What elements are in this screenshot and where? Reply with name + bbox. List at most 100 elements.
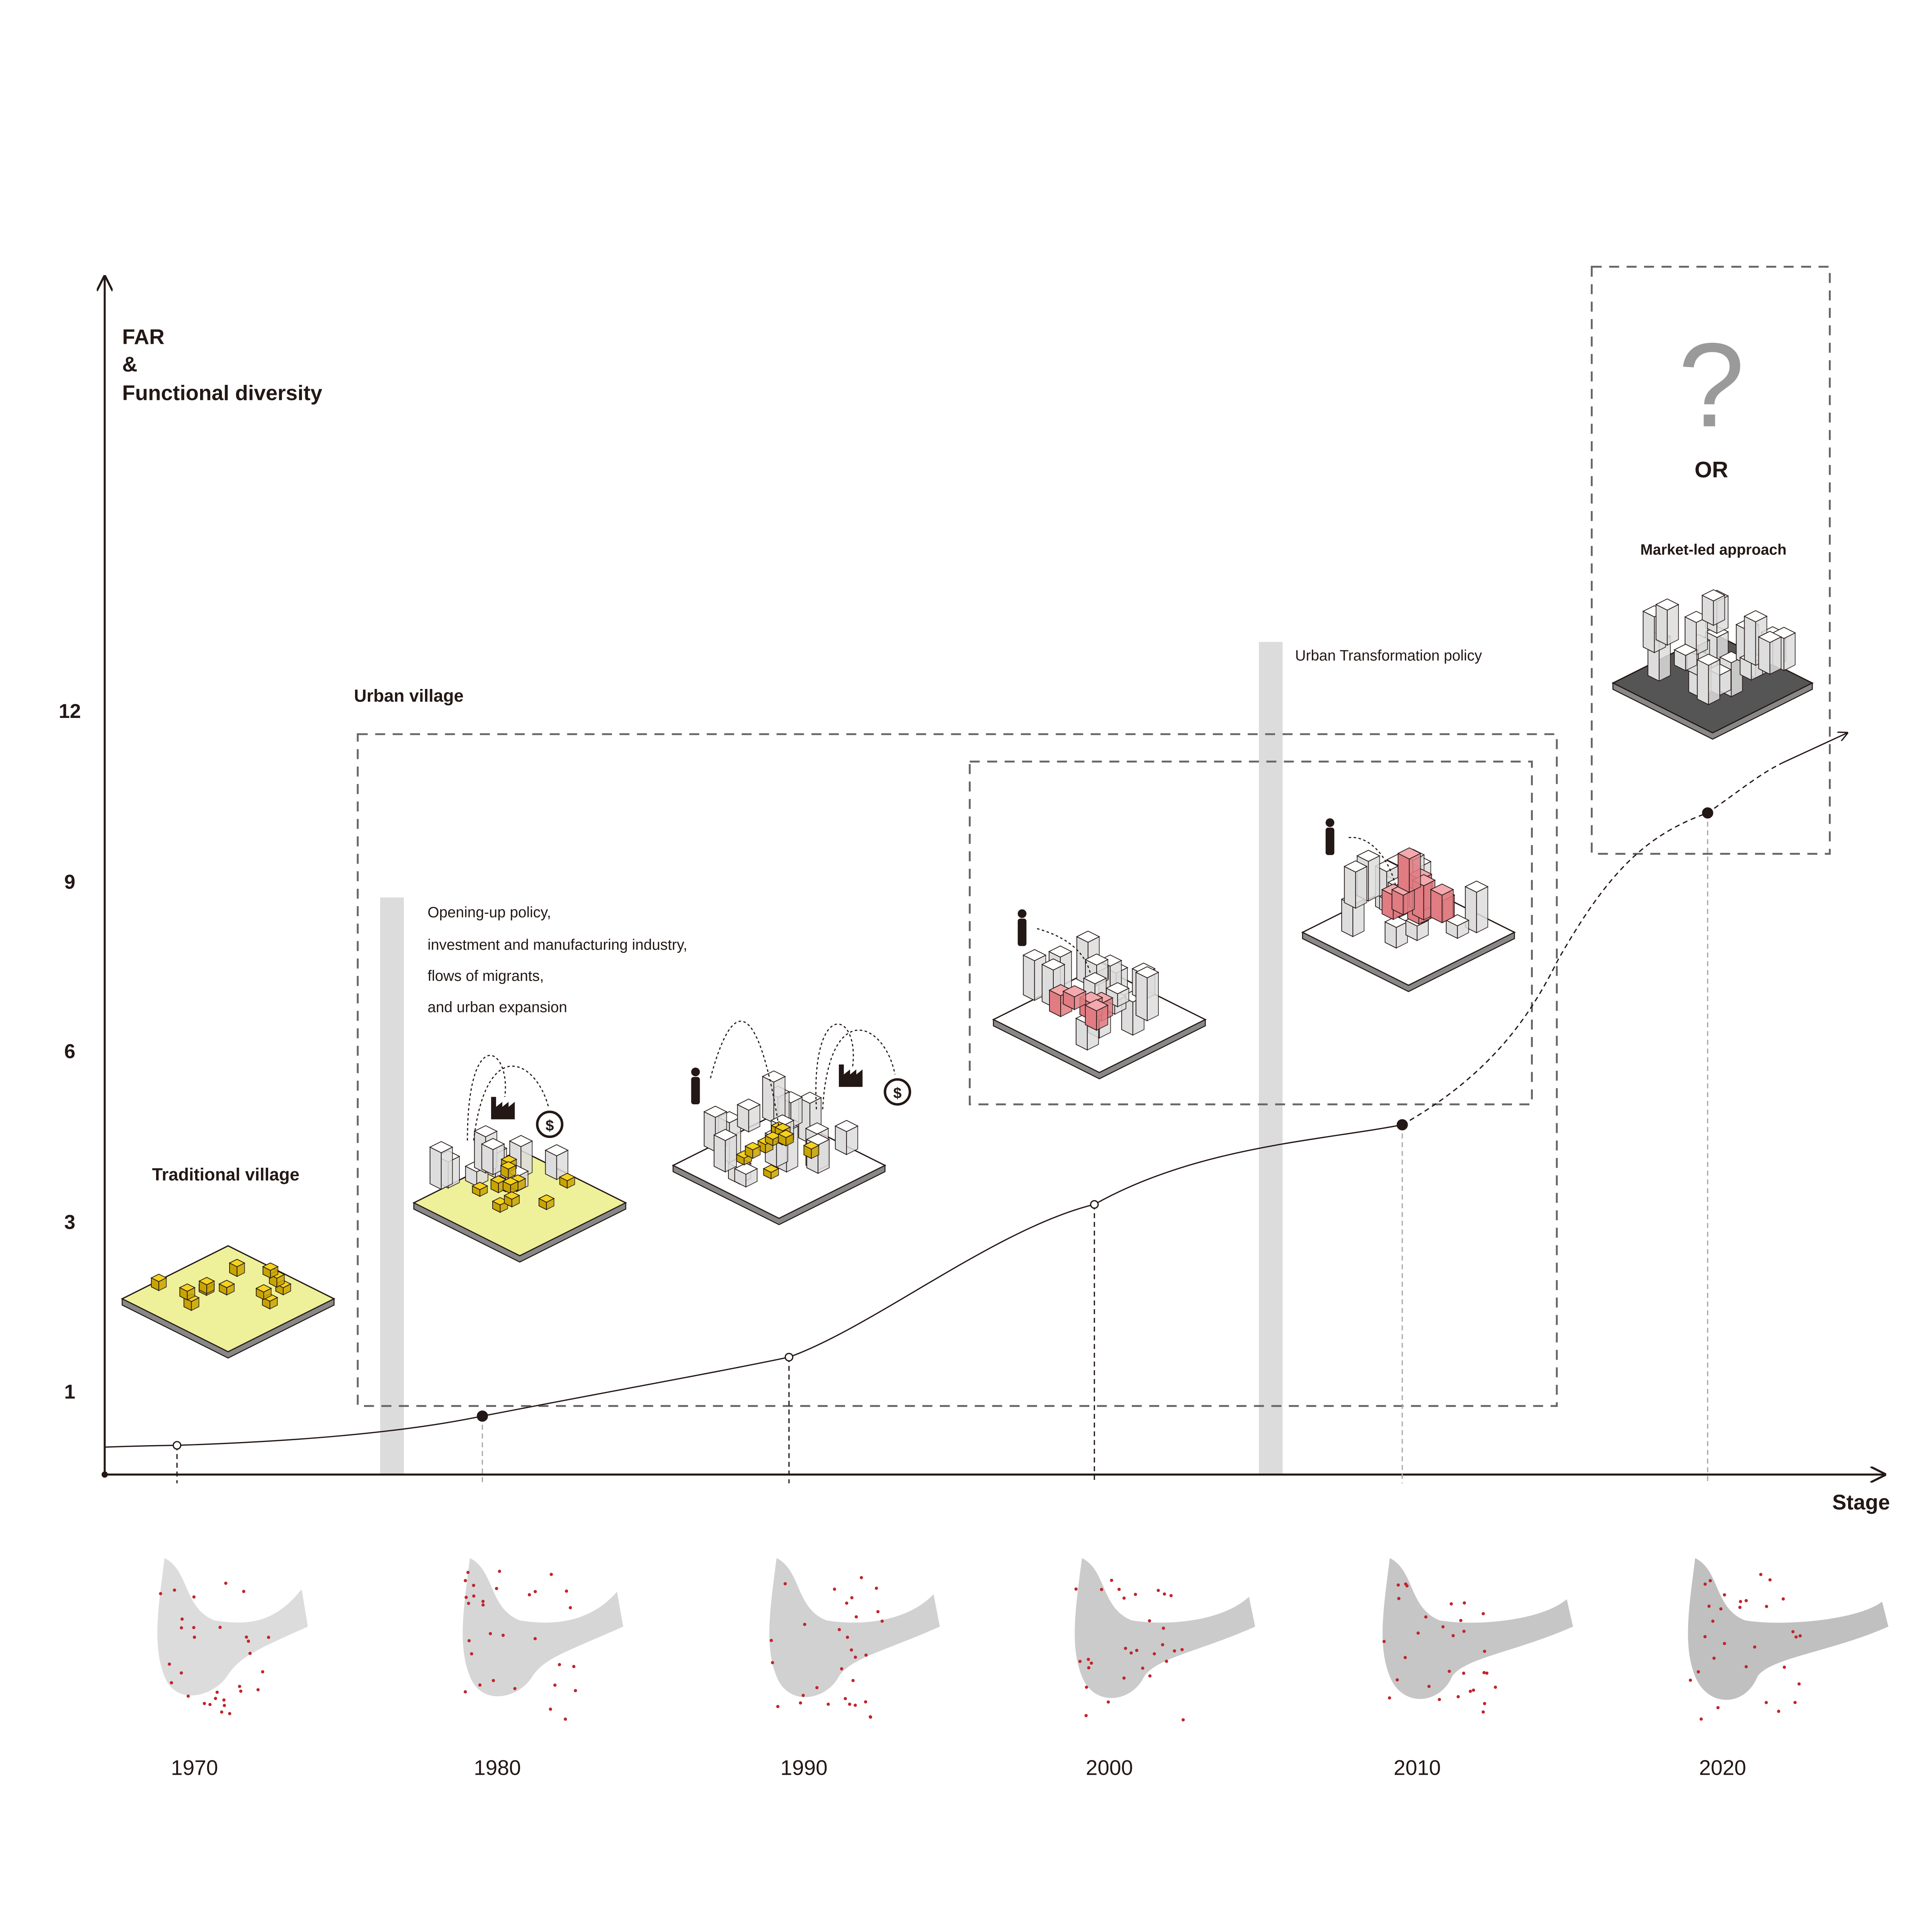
village-dot bbox=[1087, 1658, 1090, 1661]
village-dot bbox=[192, 1635, 196, 1639]
village-dot bbox=[1424, 1615, 1428, 1619]
white-building bbox=[713, 1129, 738, 1141]
village-dot bbox=[1791, 1630, 1795, 1633]
white-building bbox=[1696, 653, 1721, 666]
white-building-side bbox=[429, 1146, 442, 1190]
money-bag-icon bbox=[884, 1078, 912, 1106]
village-dot bbox=[558, 1663, 561, 1667]
village-dot bbox=[267, 1636, 270, 1639]
village-dot bbox=[1703, 1635, 1707, 1638]
white-building bbox=[734, 1162, 758, 1175]
village-dot bbox=[245, 1635, 248, 1639]
village-dot bbox=[1793, 1701, 1797, 1704]
white-building-side bbox=[1344, 866, 1356, 909]
plate-edge bbox=[993, 1019, 1206, 1080]
plate-edge bbox=[1612, 682, 1813, 740]
village-dot bbox=[1447, 1670, 1451, 1673]
white-building-side2 bbox=[1783, 632, 1796, 671]
person-icon bbox=[691, 1067, 700, 1105]
plate-edge bbox=[413, 1202, 626, 1263]
white-building-side2 bbox=[1146, 971, 1159, 1022]
white-building-side bbox=[1023, 954, 1035, 1001]
village-dot bbox=[1148, 1674, 1152, 1678]
village-dot bbox=[481, 1603, 485, 1607]
y-tick-label: 3 bbox=[64, 1211, 75, 1233]
village-dot bbox=[1485, 1671, 1489, 1675]
white-building bbox=[509, 1135, 533, 1147]
yellow-block bbox=[228, 1259, 245, 1267]
white-building bbox=[736, 1099, 761, 1111]
money-bag-icon bbox=[536, 1111, 564, 1138]
village-dot bbox=[1107, 1700, 1110, 1704]
village-dot bbox=[1459, 1619, 1463, 1622]
village-dot bbox=[1797, 1682, 1801, 1686]
village-dot bbox=[495, 1587, 498, 1590]
white-building bbox=[1135, 966, 1160, 978]
pink-building bbox=[1430, 883, 1454, 896]
village-dot bbox=[1134, 1593, 1137, 1596]
village-dot bbox=[1397, 1597, 1401, 1600]
yellow-block bbox=[538, 1194, 555, 1203]
village-dot bbox=[1416, 1631, 1420, 1635]
village-dot bbox=[1483, 1702, 1486, 1705]
village-dot bbox=[1493, 1685, 1497, 1689]
white-building bbox=[544, 1144, 569, 1156]
yellow-block bbox=[150, 1274, 167, 1282]
person-body bbox=[691, 1077, 700, 1105]
white-building bbox=[429, 1141, 454, 1153]
village-dot bbox=[464, 1595, 468, 1599]
white-building bbox=[834, 1120, 859, 1132]
village-dot bbox=[1708, 1579, 1712, 1582]
village-dot bbox=[478, 1683, 482, 1687]
village-dot bbox=[848, 1702, 852, 1706]
village-dot bbox=[864, 1700, 867, 1704]
village-dot bbox=[218, 1626, 222, 1629]
village-dot bbox=[549, 1708, 552, 1711]
village-dot bbox=[1117, 1588, 1121, 1591]
data-point-1970 bbox=[172, 1441, 182, 1450]
village-dot bbox=[173, 1588, 176, 1592]
urban-village-label: Urban village bbox=[354, 686, 464, 706]
urban-village-1980-illustration bbox=[412, 1125, 627, 1263]
village-dot bbox=[799, 1701, 802, 1705]
y-tick-label: 1 bbox=[64, 1380, 75, 1403]
village-dot bbox=[1124, 1646, 1127, 1650]
x-tick-label-2020: 2020 bbox=[1699, 1756, 1746, 1780]
village-dot bbox=[815, 1686, 819, 1689]
white-building-side2 bbox=[1769, 636, 1782, 675]
yellow-block bbox=[777, 1129, 794, 1138]
urban-map-1990 bbox=[769, 1558, 940, 1719]
person-head bbox=[1325, 818, 1335, 827]
y-axis-label-2: & bbox=[122, 352, 138, 376]
yellow-block bbox=[198, 1277, 215, 1286]
village-dot bbox=[470, 1652, 473, 1656]
village-dot bbox=[1173, 1649, 1176, 1653]
village-dot bbox=[1723, 1593, 1726, 1597]
x-tick-label-2000: 2000 bbox=[1086, 1756, 1133, 1780]
white-building-side2 bbox=[1368, 855, 1380, 902]
village-dot bbox=[466, 1571, 470, 1574]
village-dot bbox=[1738, 1605, 1742, 1609]
village-dot bbox=[1074, 1587, 1078, 1591]
white-building bbox=[1655, 598, 1680, 611]
market-led-illustration bbox=[1611, 589, 1814, 740]
far-stage-chart: FAR & Functional diversity Stage 129631 … bbox=[59, 265, 1890, 1780]
village-dot bbox=[572, 1665, 576, 1668]
village-dot bbox=[1100, 1588, 1104, 1591]
urban-map-1980 bbox=[463, 1558, 623, 1721]
village-dot bbox=[1739, 1600, 1742, 1603]
village-dot bbox=[467, 1639, 471, 1643]
village-dot bbox=[488, 1632, 492, 1636]
village-dot bbox=[1403, 1656, 1407, 1659]
origin-dot bbox=[101, 1471, 108, 1478]
village-dot bbox=[851, 1679, 855, 1682]
y-tick-label: 6 bbox=[64, 1040, 75, 1063]
village-dot bbox=[565, 1589, 568, 1593]
white-building bbox=[1048, 946, 1073, 958]
or-label: OR bbox=[1694, 457, 1728, 482]
white-building bbox=[1076, 930, 1100, 943]
white-building bbox=[1464, 881, 1489, 893]
white-building bbox=[1105, 982, 1130, 995]
village-dot bbox=[1697, 1670, 1700, 1673]
village-dot bbox=[208, 1703, 212, 1706]
